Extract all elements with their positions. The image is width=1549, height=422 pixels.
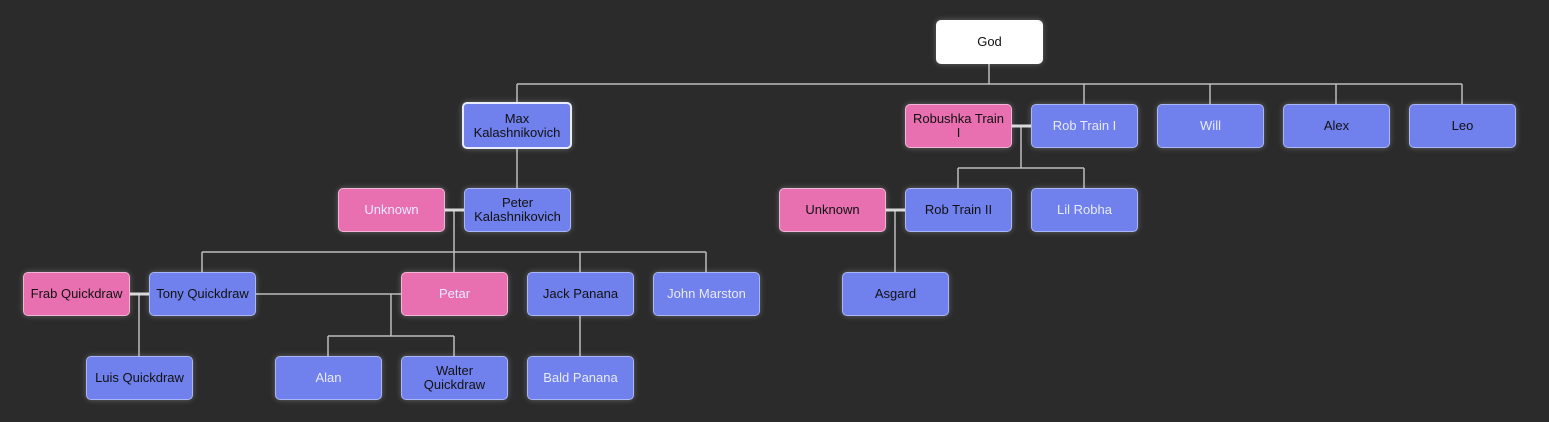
- node-label: Jack Panana: [542, 286, 619, 301]
- node-luis-quickdraw[interactable]: Luis Quickdraw: [86, 356, 193, 400]
- node-will[interactable]: Will: [1157, 104, 1264, 148]
- node-label: Petar: [438, 286, 471, 301]
- node-unknown-rob2-spouse[interactable]: Unknown: [779, 188, 886, 232]
- node-label: Luis Quickdraw: [95, 370, 184, 385]
- node-label: Unknown: [364, 202, 419, 217]
- node-petar[interactable]: Petar: [401, 272, 508, 316]
- node-tony-quickdraw[interactable]: Tony Quickdraw: [149, 272, 256, 316]
- node-label: Alex: [1323, 118, 1350, 133]
- node-label: Bald Panana: [543, 370, 618, 385]
- node-label: Frab Quickdraw: [30, 286, 123, 301]
- node-label: Tony Quickdraw: [156, 286, 249, 301]
- node-lil-robha[interactable]: Lil Robha: [1031, 188, 1138, 232]
- node-label: Will: [1200, 118, 1221, 133]
- node-label: Max Kalashnikovich: [473, 110, 561, 140]
- node-label: Robushka Train I: [912, 111, 1005, 140]
- connector-tony-petar-children: [256, 293, 455, 356]
- node-label: Unknown: [805, 202, 860, 217]
- node-god[interactable]: God: [936, 20, 1043, 64]
- node-peter-kalashnikovich[interactable]: Peter Kalashnikovich: [464, 188, 571, 232]
- node-label: John Marston: [667, 286, 746, 301]
- connector-god-children: [516, 63, 1463, 104]
- node-robushka-train-i[interactable]: Robushka Train I: [905, 104, 1012, 148]
- node-walter-quickdraw[interactable]: Walter Quickdraw: [401, 356, 508, 400]
- connector-peter-children: [201, 210, 707, 272]
- node-label: Rob Train I: [1052, 118, 1117, 133]
- node-jack-panana[interactable]: Jack Panana: [527, 272, 634, 316]
- node-label: Alan: [315, 370, 342, 385]
- node-unknown-peter-spouse[interactable]: Unknown: [338, 188, 445, 232]
- node-frab-quickdraw[interactable]: Frab Quickdraw: [23, 272, 130, 316]
- node-rob-train-ii[interactable]: Rob Train II: [905, 188, 1012, 232]
- node-rob-train-i[interactable]: Rob Train I: [1031, 104, 1138, 148]
- node-alan[interactable]: Alan: [275, 356, 382, 400]
- connector-rob1-children: [957, 126, 1085, 188]
- node-label: Walter Quickdraw: [423, 363, 486, 392]
- node-label: Asgard: [874, 286, 917, 301]
- node-asgard[interactable]: Asgard: [842, 272, 949, 316]
- node-label: Rob Train II: [924, 202, 993, 217]
- node-john-marston[interactable]: John Marston: [653, 272, 760, 316]
- node-alex[interactable]: Alex: [1283, 104, 1390, 148]
- node-label: Lil Robha: [1057, 202, 1112, 217]
- node-leo[interactable]: Leo: [1409, 104, 1516, 148]
- node-bald-panana[interactable]: Bald Panana: [527, 356, 634, 400]
- node-label: Leo: [1451, 118, 1474, 133]
- node-label: God: [977, 34, 1002, 49]
- node-label: Peter Kalashnikovich: [474, 195, 561, 224]
- node-max-kalashnikovich[interactable]: Max Kalashnikovich: [462, 102, 572, 149]
